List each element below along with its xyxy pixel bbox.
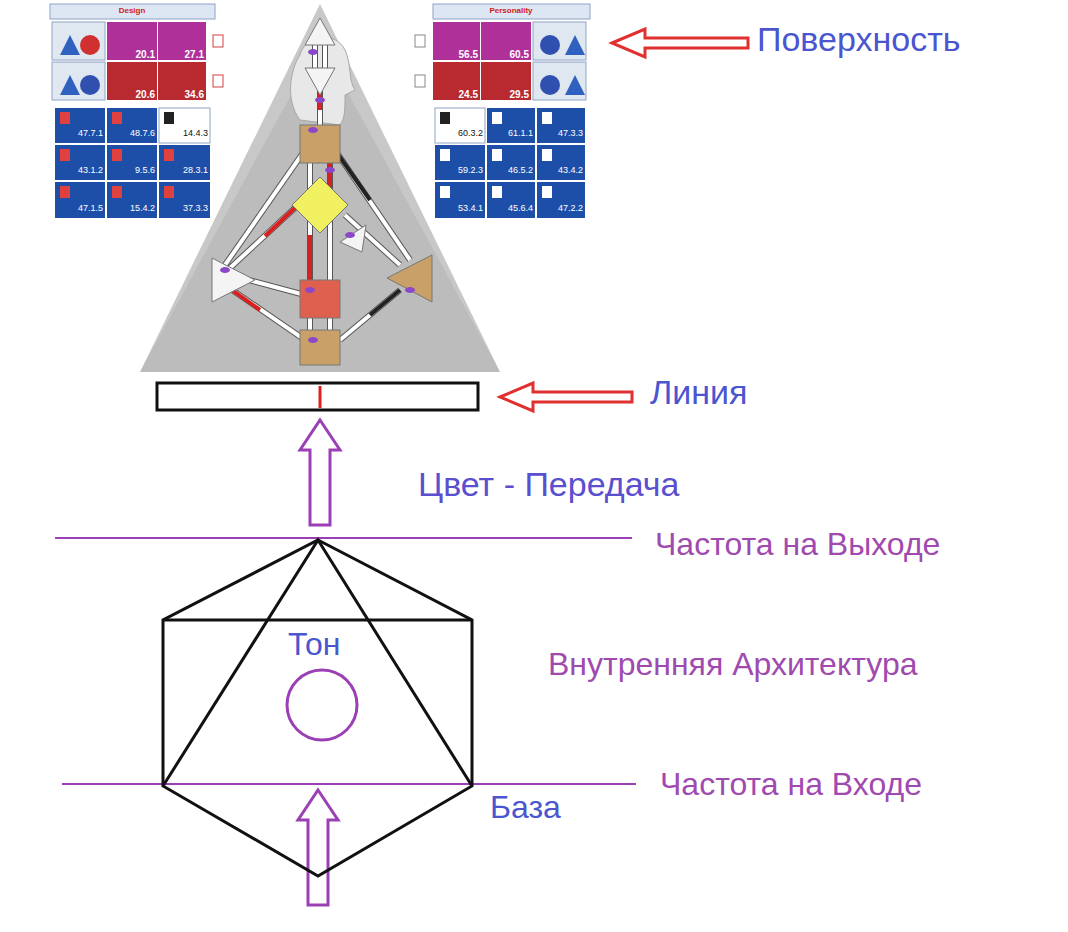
gate-number: 20.6 [136, 89, 155, 100]
gate-number: 47.7.1 [78, 129, 103, 139]
design-table [50, 4, 223, 218]
gate-number: 24.5 [459, 89, 478, 100]
level-label: Линия [650, 374, 747, 411]
table-header: Personality [489, 7, 532, 16]
gate-number: 47.3.3 [558, 129, 583, 139]
gate-number: 34.6 [185, 89, 204, 100]
tone-circle [287, 670, 357, 740]
pointer-arrow [500, 383, 632, 411]
level-label: Частота на Входе [660, 767, 922, 802]
gate-number: 20.1 [136, 49, 155, 60]
input-line [62, 783, 636, 785]
gate-number: 61.1.1 [508, 129, 533, 139]
line-tick [319, 386, 322, 408]
gate-number: 45.6.4 [508, 204, 533, 214]
level-label: Частота на Выходе [655, 527, 940, 562]
level-label: Внутренняя Архитектура [548, 647, 918, 682]
architecture-shape [163, 540, 472, 876]
table-header: Design [119, 7, 146, 16]
gate-number: 53.4.1 [458, 204, 483, 214]
gate-number: 47.1.5 [78, 204, 103, 214]
gate-number: 29.5 [510, 89, 529, 100]
line-bar [157, 383, 478, 410]
gate-number: 48.7.6 [130, 129, 155, 139]
gate-number: 15.4.2 [130, 204, 155, 214]
gate-number: 47.2.2 [558, 204, 583, 214]
output-line [55, 537, 632, 539]
level-label: Тон [288, 627, 341, 662]
gate-number: 60.5 [510, 49, 529, 60]
gate-number: 59.2.3 [458, 166, 483, 176]
gate-number: 43.1.2 [78, 166, 103, 176]
gate-number: 60.3.2 [458, 129, 483, 139]
personality-table [415, 4, 590, 218]
gate-number: 46.5.2 [508, 166, 533, 176]
gate-number: 28.3.1 [183, 166, 208, 176]
level-label: База [490, 790, 561, 825]
flow-arrow [300, 420, 340, 525]
pointer-arrow [612, 29, 748, 57]
gate-number: 9.5.6 [135, 166, 155, 176]
gate-number: 37.3.3 [183, 204, 208, 214]
level-label: Цвет - Передача [418, 466, 679, 503]
gate-number: 56.5 [459, 49, 478, 60]
gate-number: 14.4.3 [183, 129, 208, 139]
gate-number: 43.4.2 [558, 166, 583, 176]
bodygraph [140, 4, 500, 372]
level-label: Поверхность [757, 21, 960, 58]
flow-arrow [298, 790, 338, 905]
gate-number: 27.1 [185, 49, 204, 60]
